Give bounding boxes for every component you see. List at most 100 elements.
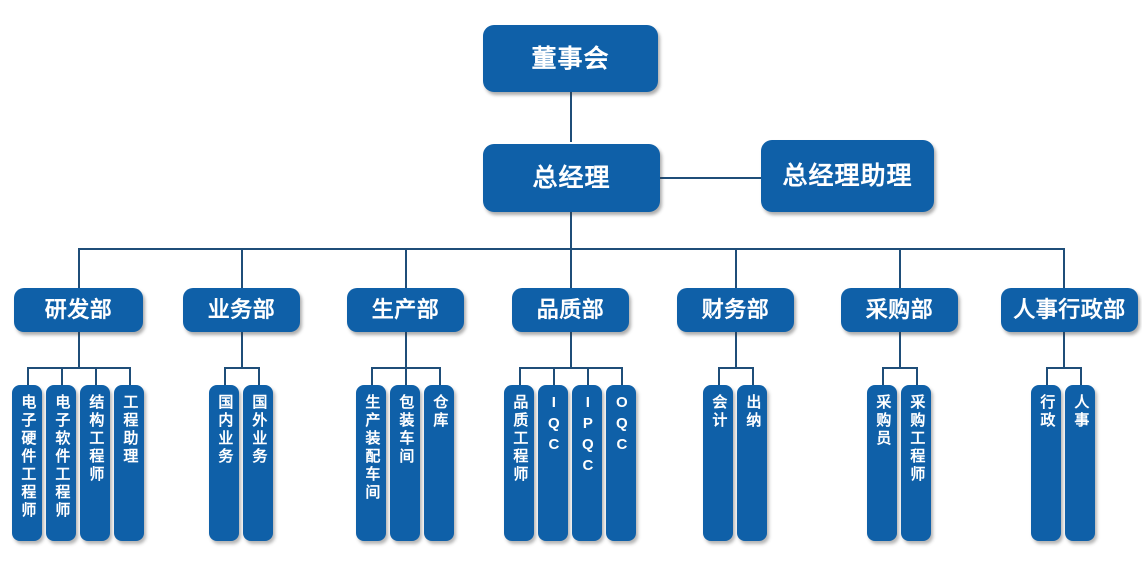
connector-dept-2-child-2 xyxy=(258,367,260,385)
connector-dept-3-child-1 xyxy=(371,367,373,385)
node-leaf-purchasing-engineer-label: 采购工程师 xyxy=(908,394,926,484)
node-gm-assistant[interactable]: 总经理助理 xyxy=(761,140,934,212)
connector-board-to-gm xyxy=(570,92,572,142)
connector-dept-6-child-2 xyxy=(916,367,918,385)
node-leaf-cashier[interactable]: 出纳 xyxy=(737,385,767,541)
connector-dept-3-stem xyxy=(405,332,407,367)
node-leaf-human-resources-label: 人事 xyxy=(1072,394,1090,430)
connector-dept-5-stem xyxy=(735,332,737,367)
connector-dept-6-child-1 xyxy=(882,367,884,385)
node-dept-production[interactable]: 生产部 xyxy=(347,288,464,332)
node-leaf-software-engineer-label: 电子软件工程师 xyxy=(53,394,71,520)
connector-bus-to-dept-4 xyxy=(570,248,572,288)
node-dept-quality-label: 品质部 xyxy=(536,296,605,322)
node-leaf-assembly-workshop[interactable]: 生产装配车间 xyxy=(356,385,386,541)
connector-dept-5-bus xyxy=(718,367,753,369)
node-leaf-human-resources[interactable]: 人事 xyxy=(1065,385,1095,541)
node-dept-purchasing-label: 采购部 xyxy=(865,296,934,322)
connector-dept-3-child-2 xyxy=(405,367,407,385)
node-dept-quality[interactable]: 品质部 xyxy=(512,288,629,332)
connector-dept-5-child-1 xyxy=(718,367,720,385)
node-leaf-overseas-business-label: 国外业务 xyxy=(250,394,268,466)
node-leaf-warehouse-label: 仓库 xyxy=(431,394,449,430)
node-gm-assistant-label: 总经理助理 xyxy=(782,162,913,190)
connector-dept-1-child-2 xyxy=(61,367,63,385)
connector-dept-4-child-4 xyxy=(621,367,623,385)
connector-dept-1-child-3 xyxy=(95,367,97,385)
node-leaf-purchasing-engineer[interactable]: 采购工程师 xyxy=(901,385,931,541)
node-board-label: 董事会 xyxy=(531,44,610,73)
node-leaf-overseas-business[interactable]: 国外业务 xyxy=(243,385,273,541)
connector-bus-to-dept-1 xyxy=(78,248,80,288)
connector-dept-6-stem xyxy=(899,332,901,367)
node-leaf-oqc[interactable]: OQC xyxy=(606,385,636,541)
node-leaf-buyer[interactable]: 采购员 xyxy=(867,385,897,541)
node-leaf-quality-engineer-label: 品质工程师 xyxy=(511,394,529,484)
node-dept-business-label: 业务部 xyxy=(207,296,276,322)
connector-dept-4-bus xyxy=(519,367,622,369)
connector-bus-to-dept-2 xyxy=(241,248,243,288)
node-leaf-administration-label: 行政 xyxy=(1038,394,1056,430)
node-leaf-ipqc-label: IPQC xyxy=(579,394,597,478)
connector-dept-6-bus xyxy=(882,367,917,369)
connector-dept-4-stem xyxy=(570,332,572,367)
node-leaf-accountant-label: 会计 xyxy=(710,394,728,430)
node-dept-hr-admin-label: 人事行政部 xyxy=(1013,296,1126,322)
node-leaf-hardware-engineer[interactable]: 电子硬件工程师 xyxy=(12,385,42,541)
node-leaf-packaging-workshop-label: 包装车间 xyxy=(397,394,415,466)
connector-dept-3-child-3 xyxy=(439,367,441,385)
node-leaf-assembly-workshop-label: 生产装配车间 xyxy=(363,394,381,502)
node-leaf-iqc-label: IQC xyxy=(545,394,563,457)
node-dept-finance[interactable]: 财务部 xyxy=(677,288,794,332)
node-dept-purchasing[interactable]: 采购部 xyxy=(841,288,958,332)
node-leaf-quality-engineer[interactable]: 品质工程师 xyxy=(504,385,534,541)
connector-dept-7-bus xyxy=(1046,367,1081,369)
connector-dept-2-child-1 xyxy=(224,367,226,385)
node-leaf-structural-engineer[interactable]: 结构工程师 xyxy=(80,385,110,541)
connector-bus-to-dept-5 xyxy=(735,248,737,288)
node-leaf-software-engineer[interactable]: 电子软件工程师 xyxy=(46,385,76,541)
node-general-manager-label: 总经理 xyxy=(532,164,611,192)
node-dept-finance-label: 财务部 xyxy=(701,296,770,322)
node-leaf-administration[interactable]: 行政 xyxy=(1031,385,1061,541)
node-dept-hr-admin[interactable]: 人事行政部 xyxy=(1001,288,1138,332)
connector-bus-to-dept-3 xyxy=(405,248,407,288)
connector-dept-7-child-1 xyxy=(1046,367,1048,385)
connector-dept-1-bus xyxy=(27,367,130,369)
node-leaf-structural-engineer-label: 结构工程师 xyxy=(87,394,105,484)
node-leaf-packaging-workshop[interactable]: 包装车间 xyxy=(390,385,420,541)
connector-dept-1-stem xyxy=(78,332,80,367)
connector-dept-5-child-2 xyxy=(752,367,754,385)
node-leaf-domestic-business-label: 国内业务 xyxy=(216,394,234,466)
connector-gm-to-assistant xyxy=(660,177,761,179)
node-leaf-domestic-business[interactable]: 国内业务 xyxy=(209,385,239,541)
node-dept-production-label: 生产部 xyxy=(371,296,440,322)
connector-dept-1-child-1 xyxy=(27,367,29,385)
connector-dept-4-child-2 xyxy=(553,367,555,385)
connector-gm-to-bus xyxy=(570,212,572,249)
node-leaf-accountant[interactable]: 会计 xyxy=(703,385,733,541)
node-leaf-hardware-engineer-label: 电子硬件工程师 xyxy=(19,394,37,520)
node-leaf-oqc-label: OQC xyxy=(613,394,631,457)
node-board[interactable]: 董事会 xyxy=(483,25,658,92)
connector-bus-to-dept-6 xyxy=(899,248,901,288)
node-leaf-cashier-label: 出纳 xyxy=(744,394,762,430)
node-dept-rnd[interactable]: 研发部 xyxy=(14,288,143,332)
node-leaf-ipqc[interactable]: IPQC xyxy=(572,385,602,541)
connector-dept-4-child-3 xyxy=(587,367,589,385)
connector-dept-2-bus xyxy=(224,367,259,369)
node-leaf-buyer-label: 采购员 xyxy=(874,394,892,448)
node-leaf-engineering-assistant[interactable]: 工程助理 xyxy=(114,385,144,541)
connector-dept-1-child-4 xyxy=(129,367,131,385)
connector-dept-7-child-2 xyxy=(1080,367,1082,385)
node-leaf-engineering-assistant-label: 工程助理 xyxy=(121,394,139,466)
connector-bus-to-dept-7 xyxy=(1063,248,1065,288)
connector-dept-7-stem xyxy=(1063,332,1065,367)
node-dept-rnd-label: 研发部 xyxy=(44,296,113,322)
node-leaf-warehouse[interactable]: 仓库 xyxy=(424,385,454,541)
node-dept-business[interactable]: 业务部 xyxy=(183,288,300,332)
node-general-manager[interactable]: 总经理 xyxy=(483,144,660,212)
connector-dept-4-child-1 xyxy=(519,367,521,385)
node-leaf-iqc[interactable]: IQC xyxy=(538,385,568,541)
